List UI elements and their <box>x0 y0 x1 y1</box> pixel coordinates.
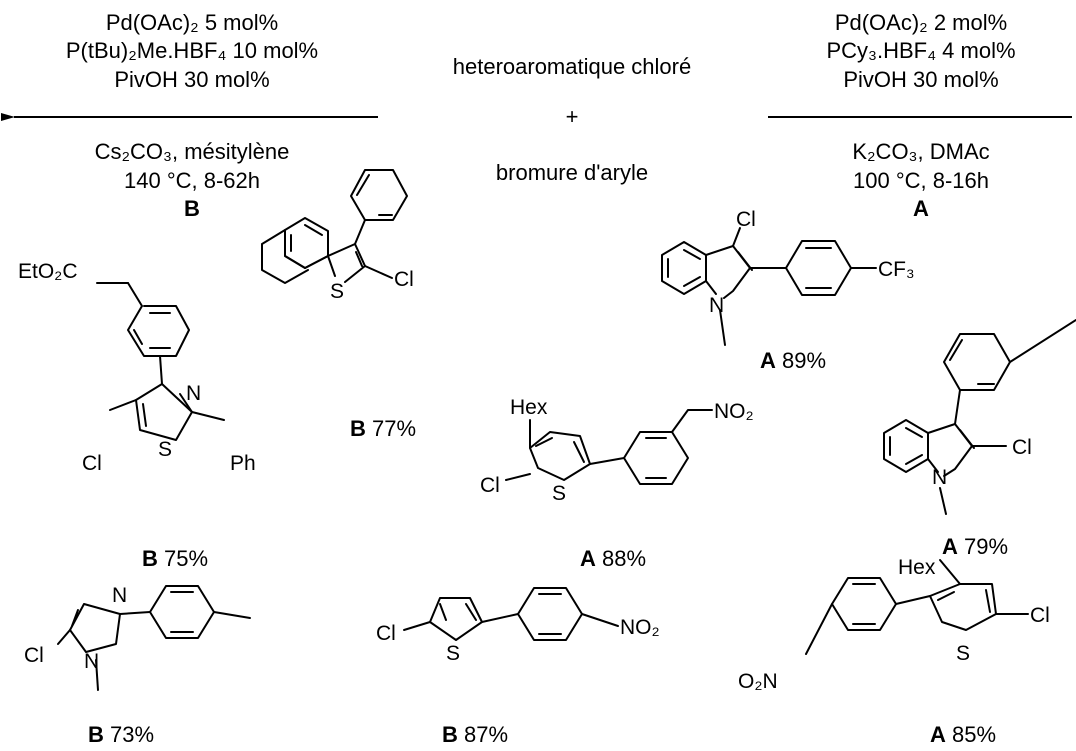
yield-label: B 75% <box>142 546 208 571</box>
atom-s: S <box>330 280 344 303</box>
product-thiophene-no2-meta: Hex Cl S NO₂ A 88% <box>480 396 754 571</box>
atom-n: N <box>112 584 127 607</box>
yield-label: A 79% <box>942 534 1008 559</box>
left-method-label: B <box>184 196 200 221</box>
product-indole-2-chloro: N Cl A 79% <box>883 319 1076 559</box>
group-hex: Hex <box>898 556 936 579</box>
right-method-label: A <box>913 196 929 221</box>
atom-n: N <box>709 294 724 317</box>
product-benzothiophene: S Cl B 77% <box>261 169 416 441</box>
right-temp-time: 100 °C, 8-16h <box>853 168 989 193</box>
product-indole-cf3: Cl N CF₃ A 89% <box>661 208 915 373</box>
yield-label: B 73% <box>88 722 154 747</box>
atom-n: N <box>932 466 947 489</box>
left-base-solvent: Cs₂CO₃, mésitylène <box>95 139 290 164</box>
atom-cl: Cl <box>480 474 500 497</box>
atom-n: N <box>84 650 99 673</box>
atom-s: S <box>552 482 566 505</box>
atom-n: N <box>186 382 201 405</box>
atom-s: S <box>158 438 172 461</box>
atom-cl: Cl <box>1012 436 1032 459</box>
atom-cl: Cl <box>24 644 44 667</box>
reagent-aryl-bromide: bromure d'aryle <box>496 160 648 185</box>
product-thiophene-no2-para: Cl S NO₂ B 87% <box>376 587 660 747</box>
group-hex: Hex <box>510 396 548 419</box>
group-cf3: CF₃ <box>878 258 915 281</box>
yield-label: B 87% <box>442 722 508 747</box>
group-ph: Ph <box>230 452 256 475</box>
right-ligand: PCy₃.HBF₄ 4 mol% <box>826 38 1015 63</box>
right-catalyst: Pd(OAc)₂ 2 mol% <box>835 10 1007 35</box>
right-conditions: Pd(OAc)₂ 2 mol% PCy₃.HBF₄ 4 mol% PivOH 3… <box>768 10 1072 221</box>
right-additive: PivOH 30 mol% <box>843 67 998 92</box>
left-temp-time: 140 °C, 8-62h <box>124 168 260 193</box>
group-no2: NO₂ <box>620 616 660 639</box>
group-eto2c: EtO₂C <box>18 260 78 283</box>
left-conditions: Pd(OAc)₂ 5 mol% P(tBu)₂Me.HBF₄ 10 mol% P… <box>0 10 378 221</box>
atom-s: S <box>446 642 460 665</box>
right-base-solvent: K₂CO₃, DMAc <box>852 139 989 164</box>
left-additive: PivOH 30 mol% <box>114 67 269 92</box>
group-o2n: O₂N <box>738 670 778 693</box>
yield-label: A 89% <box>760 348 826 373</box>
product-thiazole: EtO₂C N S Cl Ph B 75% <box>18 260 256 571</box>
atom-cl: Cl <box>394 268 414 291</box>
yield-label: A 88% <box>580 546 646 571</box>
atom-cl: Cl <box>82 452 102 475</box>
atom-cl: Cl <box>376 622 396 645</box>
left-ligand: P(tBu)₂Me.HBF₄ 10 mol% <box>66 38 318 63</box>
group-no2: NO₂ <box>714 400 754 423</box>
product-hexylthiophene: Hex S Cl O₂N A 85% <box>738 556 1050 747</box>
atom-cl: Cl <box>1030 604 1050 627</box>
product-imidazole: N N Cl B 73% <box>24 584 251 747</box>
yield-label: B 77% <box>350 416 416 441</box>
yield-label: A 85% <box>930 722 996 747</box>
atom-cl: Cl <box>736 208 756 231</box>
atom-s: S <box>956 642 970 665</box>
reagent-plus: + <box>566 104 579 129</box>
left-catalyst: Pd(OAc)₂ 5 mol% <box>106 10 278 35</box>
center-reagents: heteroaromatique chloré + bromure d'aryl… <box>453 54 691 185</box>
reagent-heteroarene: heteroaromatique chloré <box>453 54 691 79</box>
